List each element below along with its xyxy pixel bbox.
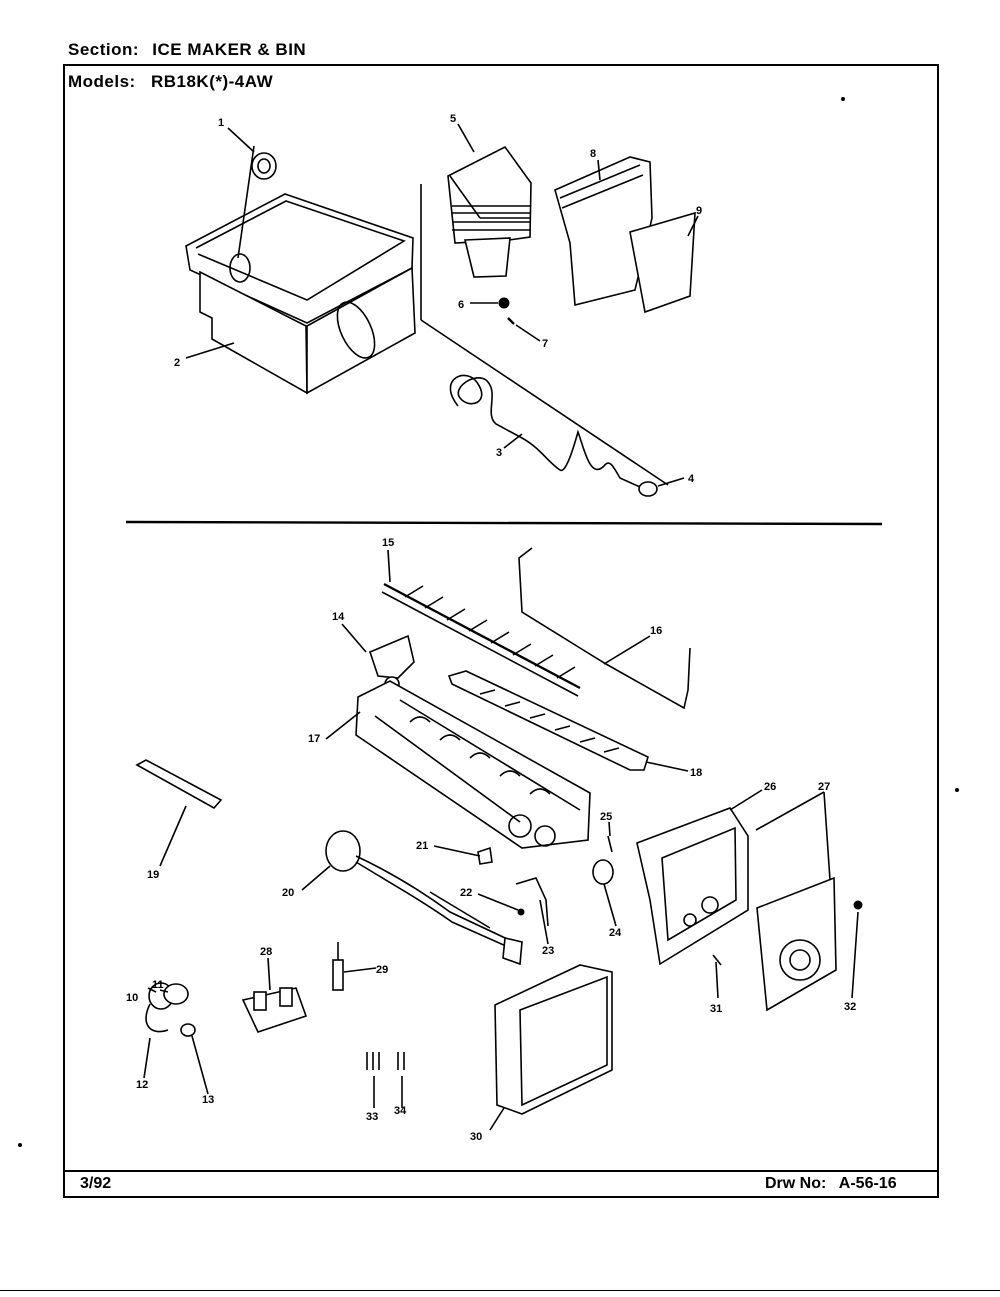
ice-bin-front-wall (199, 270, 308, 395)
models-heading: Models: RB18K(*)-4AW (68, 72, 273, 92)
callout-29: 29 (376, 964, 388, 976)
duct-flange (559, 164, 644, 209)
housing-body (447, 145, 532, 244)
callout-23: 23 (542, 945, 554, 957)
leader-lines (143, 123, 859, 1131)
callout-19: 19 (147, 869, 159, 881)
housing-assembly (420, 145, 669, 486)
callout-26: 26 (764, 781, 776, 793)
callout-28: 28 (260, 946, 272, 958)
housing-lower-tab (463, 237, 511, 278)
models-label: Models: (68, 72, 136, 91)
callout-11: 11 (152, 979, 164, 991)
ice-bin-hole (229, 253, 251, 283)
motor-cover (756, 876, 837, 1012)
section-heading: Section: ICE MAKER & BIN (68, 40, 306, 60)
stripper-slots (479, 689, 620, 753)
callout-13: 13 (202, 1094, 214, 1106)
page-bottom-rule (0, 1290, 1000, 1291)
callout-8: 8 (590, 148, 596, 160)
callout-10: 10 (126, 992, 138, 1004)
part-23 (515, 877, 549, 927)
front-panel-30 (494, 964, 613, 1115)
screw-31 (712, 954, 722, 966)
callout-33: 33 (366, 1111, 378, 1123)
water-valve (241, 987, 308, 1033)
switch-parts (145, 982, 196, 1037)
part-21 (477, 846, 493, 865)
bin-cap-center (257, 158, 271, 174)
assembly-guide-line (420, 319, 669, 486)
callout-1: 1 (218, 117, 224, 129)
screw-6 (498, 297, 510, 309)
screw-32 (853, 900, 863, 910)
shut-off-arm (518, 547, 691, 710)
drawing-number: A-56-16 (838, 1175, 897, 1192)
wire-connector (638, 481, 658, 497)
ejector-blade (381, 582, 581, 697)
diagram-frame (63, 64, 939, 1198)
scan-speck (18, 1143, 22, 1147)
callout-22: 22 (460, 887, 472, 899)
pin-7 (507, 317, 515, 325)
drawing-label: Drw No: (765, 1175, 827, 1192)
stripper (447, 670, 649, 771)
callout-18: 18 (690, 767, 702, 779)
callout-34: 34 (394, 1105, 407, 1117)
duct-assembly (554, 156, 696, 314)
section-value: ICE MAKER & BIN (152, 40, 307, 59)
ejector-fingers (404, 585, 576, 679)
fitting-29 (332, 942, 344, 991)
ice-bin-opening (336, 301, 376, 359)
callout-16: 16 (650, 625, 662, 637)
screws-33-34 (366, 1052, 405, 1070)
ice-bin-side-wall (306, 266, 416, 395)
mold-heater-harness (325, 830, 523, 966)
ice-bin-assembly (185, 145, 416, 395)
callout-21: 21 (416, 840, 428, 852)
part-22 (517, 908, 525, 916)
callout-31: 31 (710, 1003, 722, 1015)
mold-cavities (409, 716, 551, 795)
housing-ribs (452, 205, 530, 231)
duct-filter (629, 211, 696, 314)
footer-divider (63, 1170, 939, 1172)
callout-17: 17 (308, 733, 320, 745)
callout-14: 14 (332, 611, 345, 623)
callout-32: 32 (844, 1001, 856, 1013)
scan-speck (841, 97, 845, 101)
callout-25: 25 (600, 811, 612, 823)
callout-30: 30 (470, 1131, 482, 1143)
callout-5: 5 (450, 113, 456, 125)
part-25 (607, 835, 613, 853)
callout-27: 27 (818, 781, 830, 793)
callout-9: 9 (696, 205, 702, 217)
callout-15: 15 (382, 537, 394, 549)
part-24 (592, 859, 614, 885)
footer-drawing-number: Drw No: A-56-16 (765, 1175, 897, 1193)
models-value: RB18K(*)-4AW (150, 72, 274, 91)
control-housing (636, 807, 749, 966)
callout-12: 12 (136, 1079, 148, 1091)
callout-labels: 1 2 3 4 5 6 7 8 9 10 11 12 13 14 15 16 1… (126, 113, 856, 1143)
scan-speck (955, 788, 959, 792)
callout-4: 4 (688, 473, 695, 485)
section-label: Section: (68, 40, 140, 59)
fill-cup (135, 759, 223, 810)
heater-wire (449, 374, 641, 488)
callout-2: 2 (174, 357, 180, 369)
heater-wire-assembly (449, 374, 658, 497)
callout-6: 6 (458, 299, 464, 311)
ice-mold (355, 680, 591, 849)
callout-3: 3 (496, 447, 502, 459)
callout-7: 7 (542, 338, 548, 350)
bin-cap (251, 152, 277, 180)
section-divider (125, 520, 883, 526)
ice-bin-inner (195, 200, 406, 301)
callout-24: 24 (609, 927, 622, 939)
footer-date: 3/92 (80, 1175, 112, 1192)
callout-20: 20 (282, 887, 294, 899)
